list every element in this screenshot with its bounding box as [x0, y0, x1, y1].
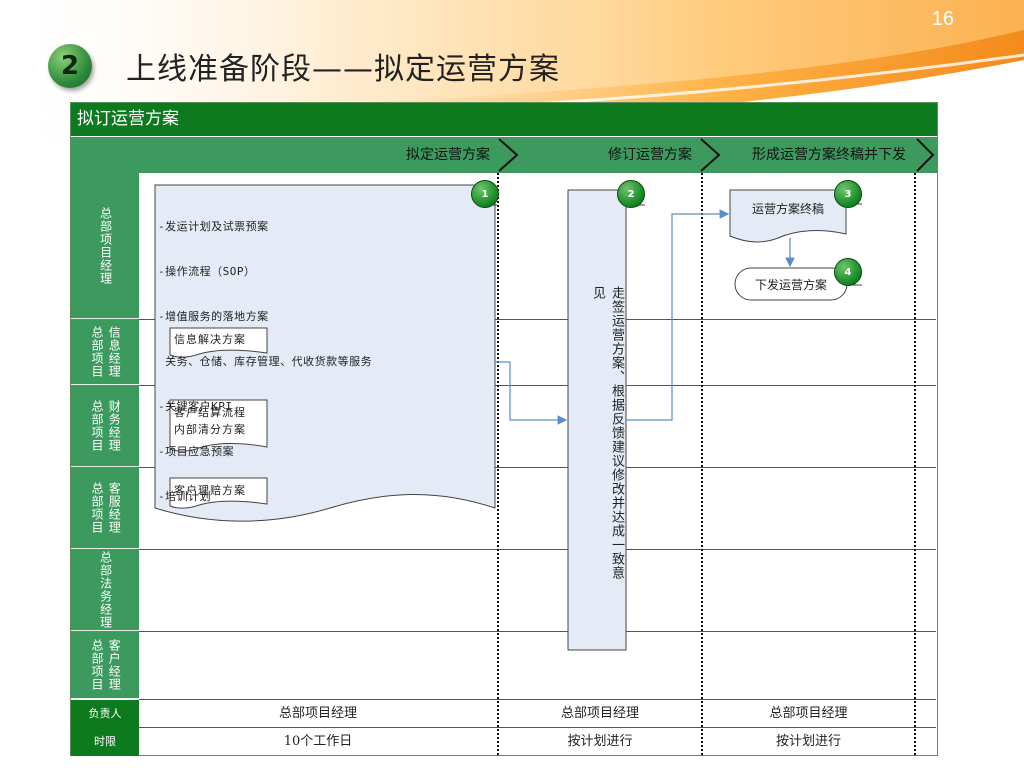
phase-chevron	[498, 138, 519, 172]
deadline-cell: 10个工作日	[283, 734, 353, 749]
owner-cell: 总部项目经理	[560, 706, 639, 721]
owner-label: 负责人	[71, 700, 139, 728]
document-line: -项目应急预案	[158, 445, 235, 458]
lane-divider	[139, 727, 936, 728]
phase-chevron	[916, 138, 935, 172]
phase-chevrons	[498, 138, 935, 172]
document-line: -关键客户KPI	[158, 400, 233, 413]
main-document: -发运计划及试票预案 -操作流程（SOP） -增值服务的落地方案 关务、仓储、库…	[158, 189, 493, 519]
document-line: -培训计划	[158, 490, 212, 503]
owner-cell: 总部项目经理	[769, 706, 848, 721]
document-line: -操作流程（SOP）	[158, 265, 256, 278]
lane-label: 总部项目经理	[71, 173, 139, 319]
step-marker: 3	[834, 180, 862, 208]
step-marker: 4	[834, 258, 862, 286]
deadline-label: 时限	[71, 728, 139, 756]
lane-label: 总部法务经理	[71, 549, 139, 631]
phase-separator	[701, 173, 703, 755]
deadline-cell: 按计划进行	[775, 734, 841, 749]
page-number: 16	[931, 8, 954, 30]
sub-document-text: 信息解决方案	[174, 333, 246, 346]
section-badge: 2	[48, 44, 92, 88]
issue-box-text: 下发运营方案	[754, 278, 827, 292]
owner-cell: 总部项目经理	[278, 706, 357, 721]
lane-divider	[139, 319, 936, 320]
deadline-cell: 按计划进行	[567, 734, 633, 749]
phase-chevron	[700, 138, 721, 172]
lane-label: 总部项目财务经理	[71, 385, 139, 467]
final-document-text: 运营方案终稿	[751, 202, 824, 216]
lane-label: 总部项目客户经理	[71, 631, 139, 699]
sub-document-text: 客户理赔方案	[174, 484, 246, 497]
document-line: -发运计划及试票预案	[158, 220, 269, 233]
phase-label: 拟定运营方案	[406, 147, 490, 163]
document-line: 关务、仓储、库存管理、代收货款等服务	[158, 355, 373, 368]
phase-separator	[914, 173, 916, 755]
phase-separator	[497, 173, 499, 755]
diagram-header: 拟订运营方案	[71, 103, 937, 136]
phase-label: 修订运营方案	[608, 147, 692, 163]
sub-document-text: 客户结算流程 内部清分方案	[174, 406, 246, 436]
step-marker: 1	[471, 180, 499, 208]
phase-label: 形成运营方案终稿并下发	[752, 147, 906, 163]
lane-divider	[139, 631, 936, 632]
lane-label: 总部项目信息经理	[71, 319, 139, 385]
step-marker: 2	[617, 180, 645, 208]
lane-divider	[139, 549, 936, 550]
lane-divider	[139, 467, 936, 468]
lane-label: 总部项目客服经理	[71, 467, 139, 549]
lane-divider	[139, 699, 936, 700]
document-line: -增值服务的落地方案	[158, 310, 269, 323]
slide-title: 上线准备阶段——拟定运营方案	[126, 52, 560, 87]
revise-box-text: 走签运营方案、根据反馈建议修改并达成一致意见	[590, 286, 624, 580]
